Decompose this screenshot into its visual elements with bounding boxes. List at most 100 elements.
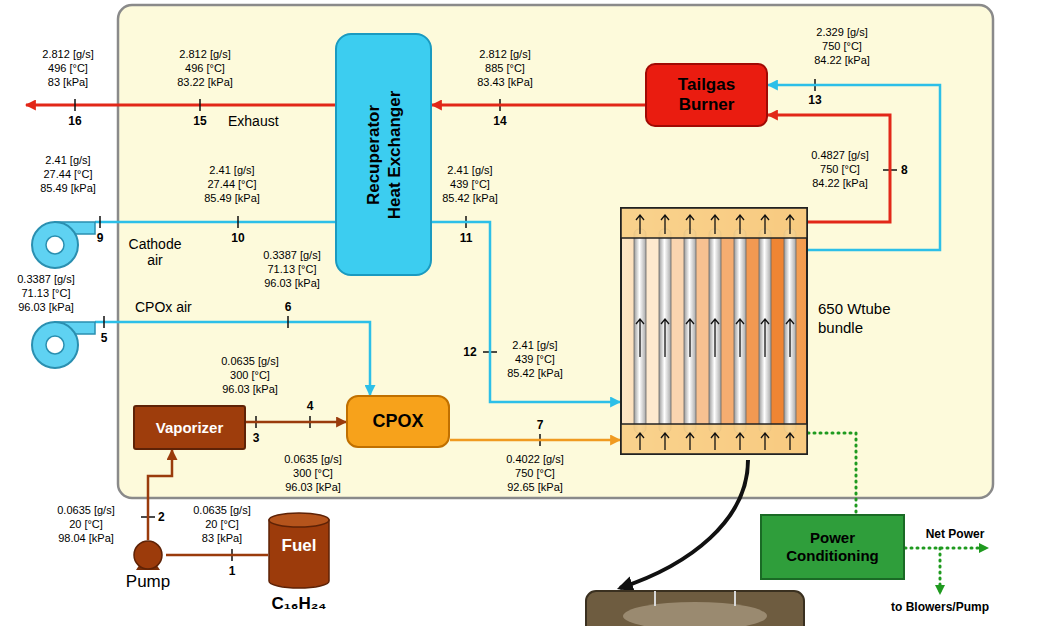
stream-data: 2.329 [g/s] 750 [°C] 84.22 [kPa] bbox=[814, 25, 870, 67]
tube-bundle: 650 Wtube bundle bbox=[620, 207, 808, 455]
power-line bbox=[939, 548, 942, 594]
flow-line bbox=[432, 104, 645, 107]
flow-line bbox=[166, 554, 268, 557]
data-line: 71.13 [°C] bbox=[263, 262, 321, 276]
data-line: 2.41 [g/s] bbox=[40, 153, 96, 167]
data-line: 96.03 [kPa] bbox=[284, 480, 342, 494]
stream-number: 2 bbox=[158, 510, 165, 524]
exhaust-line bbox=[26, 104, 335, 107]
stream-data: 2.812 [g/s] 885 [°C] 83.43 [kPa] bbox=[477, 47, 533, 89]
tube-bundle-drawing bbox=[620, 207, 808, 455]
reactor-box: CPOX bbox=[346, 395, 450, 448]
blower-symbol bbox=[32, 222, 95, 268]
data-line: 0.0635 [g/s] bbox=[193, 503, 251, 517]
burner-box: Tailgas Burner bbox=[645, 63, 768, 127]
data-line: 85.49 [kPa] bbox=[40, 181, 96, 195]
data-line: 83.43 [kPa] bbox=[477, 75, 533, 89]
data-line: 85.42 [kPa] bbox=[442, 191, 498, 205]
data-line: 0.0635 [g/s] bbox=[57, 503, 115, 517]
system-enclosure bbox=[118, 5, 993, 498]
stream-data: 0.3387 [g/s] 71.13 [°C] 96.03 [kPa] bbox=[263, 248, 321, 290]
data-line: 750 [°C] bbox=[506, 466, 564, 480]
fuel-tank: FuelC₁₆H₂₄ bbox=[268, 512, 330, 588]
flow-line bbox=[768, 115, 890, 222]
data-line: 2.329 [g/s] bbox=[814, 25, 870, 39]
stream-number: 11 bbox=[460, 231, 473, 245]
stream-data: 2.41 [g/s] 439 [°C] 85.42 [kPa] bbox=[442, 163, 498, 205]
stream-number: 13 bbox=[808, 93, 821, 107]
flow-line bbox=[148, 450, 172, 540]
stream-data: 0.3387 [g/s] 71.13 [°C] 96.03 [kPa] bbox=[17, 272, 75, 314]
data-line: 0.0635 [g/s] bbox=[221, 354, 279, 368]
stream-number: 9 bbox=[97, 231, 104, 245]
data-line: 27.44 [°C] bbox=[204, 177, 260, 191]
stream-name: CPOx air bbox=[135, 300, 192, 314]
data-line: 85.49 [kPa] bbox=[204, 191, 260, 205]
data-line: 496 [°C] bbox=[177, 61, 233, 75]
data-line: 84.22 [kPa] bbox=[814, 53, 870, 67]
heat-exchanger-box: Recuperator Heat Exchanger bbox=[335, 33, 432, 276]
data-line: 96.03 [kPa] bbox=[17, 300, 75, 314]
data-line: 2.41 [g/s] bbox=[204, 163, 260, 177]
data-line: 300 [°C] bbox=[221, 368, 279, 382]
pump-drawing bbox=[130, 540, 166, 572]
data-line: 2.41 [g/s] bbox=[507, 338, 563, 352]
stream-number: 1 bbox=[229, 564, 236, 578]
stream-number: 12 bbox=[463, 345, 476, 359]
vaporizer-box: Vaporizer bbox=[133, 405, 246, 450]
data-line: 0.0635 [g/s] bbox=[284, 452, 342, 466]
data-line: 85.42 [kPa] bbox=[507, 366, 563, 380]
blower-symbol bbox=[32, 322, 95, 368]
stream-data: 2.41 [g/s] 439 [°C] 85.42 [kPa] bbox=[507, 338, 563, 380]
data-line: 71.13 [°C] bbox=[17, 286, 75, 300]
stream-number: 8 bbox=[901, 163, 908, 177]
data-line: 96.03 [kPa] bbox=[263, 276, 321, 290]
stream-data: 2.812 [g/s] 496 [°C] 83 [kPa] bbox=[42, 47, 93, 89]
stream-name: Cathode air bbox=[125, 236, 185, 268]
pump-symbol: Pump bbox=[130, 540, 166, 592]
data-line: 2.41 [g/s] bbox=[442, 163, 498, 177]
data-line: 27.44 [°C] bbox=[40, 167, 96, 181]
node-label: 650 Wtube bundle bbox=[818, 299, 908, 337]
stream-number: 7 bbox=[537, 418, 544, 432]
stream-data: 2.812 [g/s] 496 [°C] 83.22 [kPa] bbox=[177, 47, 233, 89]
data-line: 0.4827 [g/s] bbox=[811, 148, 869, 162]
node-label: Power Conditioning bbox=[770, 529, 895, 565]
node-label: C₁₆H₂₄ bbox=[272, 594, 327, 614]
data-line: 750 [°C] bbox=[814, 39, 870, 53]
data-line: 98.04 [kPa] bbox=[57, 531, 115, 545]
data-line: 496 [°C] bbox=[42, 61, 93, 75]
data-line: 96.03 [kPa] bbox=[221, 382, 279, 396]
output-label: Net Power bbox=[926, 527, 985, 541]
data-line: 83 [kPa] bbox=[193, 531, 251, 545]
data-line: 83 [kPa] bbox=[42, 75, 93, 89]
data-line: 83.22 [kPa] bbox=[177, 75, 233, 89]
data-line: 20 [°C] bbox=[57, 517, 115, 531]
node-label: Fuel bbox=[268, 536, 330, 556]
data-line: 439 [°C] bbox=[442, 177, 498, 191]
power-box: Power Conditioning bbox=[760, 514, 905, 580]
data-line: 2.812 [g/s] bbox=[477, 47, 533, 61]
stream-data: 0.0635 [g/s] 20 [°C] 83 [kPa] bbox=[193, 503, 251, 545]
callout-arrow bbox=[620, 460, 748, 588]
power-line bbox=[905, 547, 988, 550]
data-line: 92.65 [kPa] bbox=[506, 480, 564, 494]
stream-number: 16 bbox=[68, 114, 81, 128]
stream-data: 0.4022 [g/s] 750 [°C] 92.65 [kPa] bbox=[506, 452, 564, 494]
node-label: Vaporizer bbox=[156, 419, 224, 436]
data-line: 20 [°C] bbox=[193, 517, 251, 531]
stream-number: 15 bbox=[193, 114, 206, 128]
stream-data: 0.0635 [g/s] 300 [°C] 96.03 [kPa] bbox=[221, 354, 279, 396]
stream-data: 0.4827 [g/s] 750 [°C] 84.22 [kPa] bbox=[811, 148, 869, 190]
data-line: 0.3387 [g/s] bbox=[263, 248, 321, 262]
stream-data: 0.0635 [g/s] 300 [°C] 96.03 [kPa] bbox=[284, 452, 342, 494]
node-label: Recuperator Heat Exchanger bbox=[363, 88, 405, 222]
data-line: 300 [°C] bbox=[284, 466, 342, 480]
stream-data: 2.41 [g/s] 27.44 [°C] 85.49 [kPa] bbox=[204, 163, 260, 205]
stream-number: 4 bbox=[307, 399, 314, 413]
bundle-photo bbox=[586, 591, 804, 626]
data-line: 2.812 [g/s] bbox=[42, 47, 93, 61]
data-line: 84.22 [kPa] bbox=[811, 176, 869, 190]
